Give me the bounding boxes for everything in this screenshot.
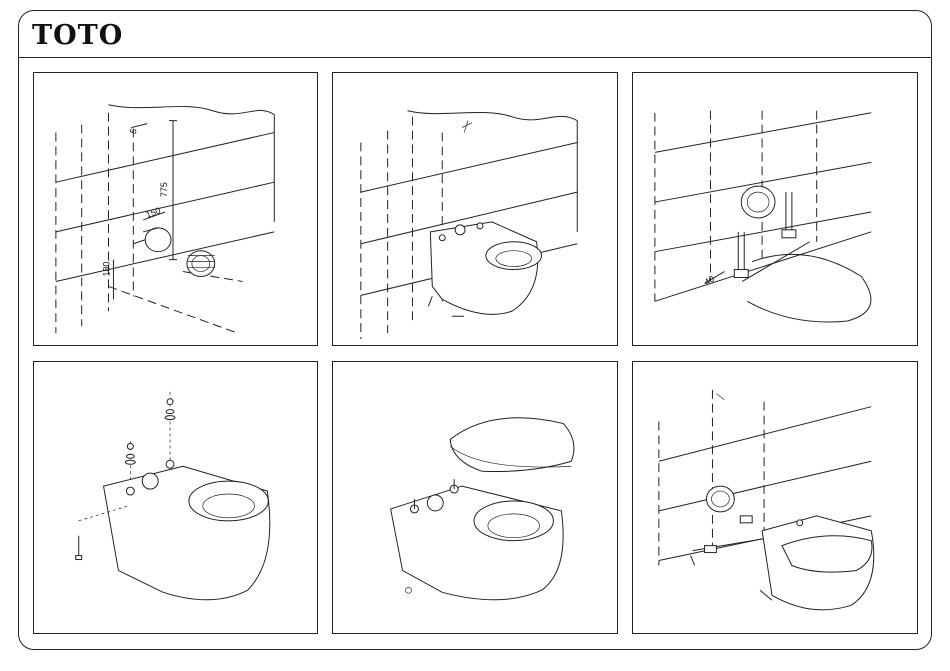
panel-step-4-install-bolts (33, 361, 318, 634)
step-6-illustration (633, 362, 917, 633)
panel-step-2-position-pan (332, 72, 618, 346)
step-3-illustration: 40 (633, 73, 917, 345)
dimension-775-label: 775 (159, 182, 169, 197)
step-2-illustration (333, 73, 617, 345)
panel-step-1-wall-measurements: 775 5 180 150 (33, 72, 318, 346)
dimension-5-label: 5 (128, 127, 139, 135)
toto-logo: TOTO (32, 20, 123, 51)
step-1-illustration: 775 5 180 150 (34, 73, 317, 345)
step-4-illustration (34, 362, 317, 633)
panel-step-3-fix-brackets: 40 (632, 72, 918, 346)
header-divider (18, 57, 932, 58)
panel-step-6-complete (632, 361, 918, 634)
step-5-illustration (333, 362, 617, 633)
dimension-180-label: 180 (101, 262, 111, 277)
dimension-150-label: 150 (144, 205, 161, 220)
panel-step-5-fit-seat (332, 361, 618, 634)
